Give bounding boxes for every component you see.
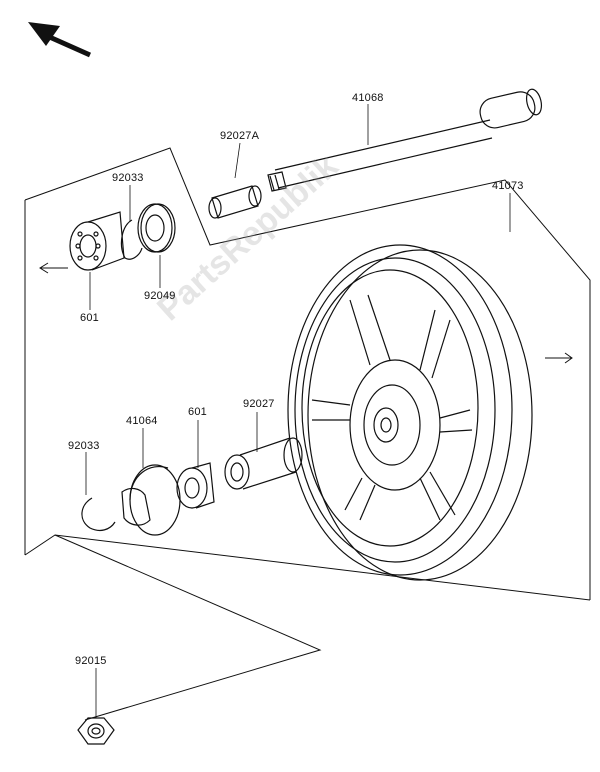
bearing-right — [176, 462, 215, 509]
label-41073: 41073 — [492, 180, 524, 192]
oil-seal — [137, 203, 176, 253]
label-41064: 41064 — [126, 415, 158, 427]
drive-flange — [121, 464, 181, 536]
circlip-top — [120, 219, 143, 260]
bearing-left — [69, 211, 125, 271]
collar — [224, 437, 303, 490]
label-601-top: 601 — [80, 312, 99, 324]
left-arrow-icon — [39, 262, 68, 274]
right-arrow-icon — [545, 352, 573, 364]
spacer-a — [208, 185, 262, 219]
label-92033-bottom: 92033 — [68, 440, 100, 452]
direction-arrow-icon — [28, 22, 92, 58]
circlip-bottom — [81, 497, 116, 532]
label-92027: 92027 — [243, 398, 275, 410]
axle — [267, 88, 543, 192]
label-41068: 41068 — [352, 92, 384, 104]
label-92027a: 92027A — [220, 130, 260, 142]
label-92015: 92015 — [75, 655, 107, 667]
outline-frame — [24, 147, 591, 721]
wheel — [287, 244, 533, 581]
label-92049: 92049 — [144, 290, 176, 302]
axle-nut — [77, 717, 115, 745]
leader-lines — [85, 104, 511, 718]
label-92033-top: 92033 — [112, 172, 144, 184]
label-601-bottom: 601 — [188, 406, 207, 418]
